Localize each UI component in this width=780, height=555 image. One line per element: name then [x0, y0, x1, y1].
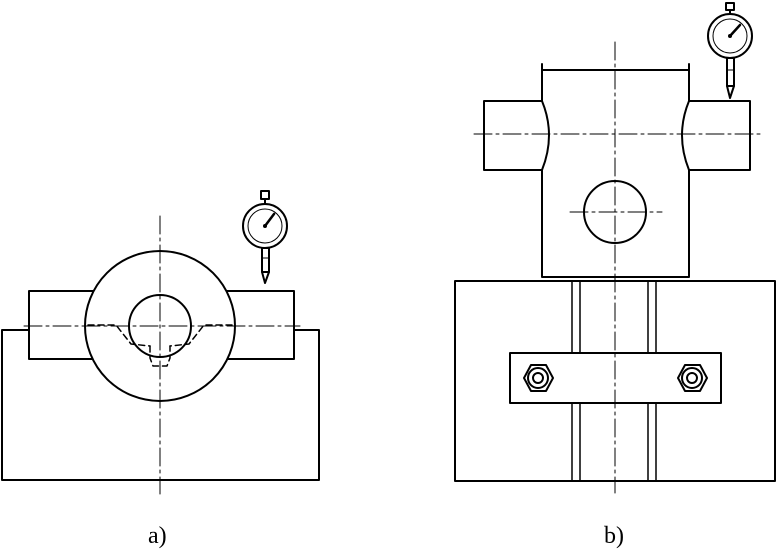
cross-shaft-left — [483, 100, 550, 171]
hidden-lines — [87, 324, 233, 367]
dial-indicator-icon — [707, 2, 753, 99]
view-a — [1, 190, 320, 495]
cross-shaft-right — [681, 100, 751, 171]
centerlines-a — [23, 215, 301, 495]
caption-b: b) — [604, 523, 624, 549]
view-b — [454, 2, 776, 494]
centerlines-b — [473, 41, 761, 494]
hex-nut-icon — [677, 364, 708, 392]
hex-nut-icon — [523, 364, 554, 392]
caption-a: a) — [148, 523, 167, 549]
dial-indicator-icon — [242, 190, 288, 284]
